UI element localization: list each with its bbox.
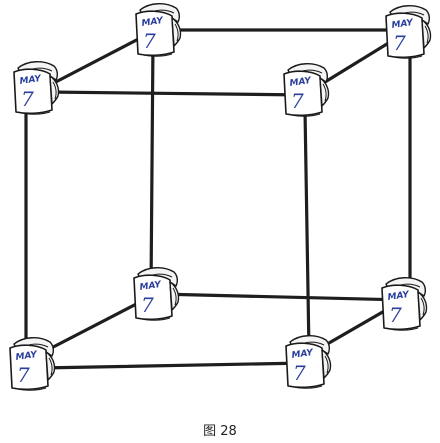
calendar-day-label: 7 <box>21 87 34 111</box>
calendar-front-bottom-right: MAY 7 <box>285 334 332 390</box>
calendar-back-top-right: MAY 7 <box>385 4 432 60</box>
calendar-month-label: MAY <box>291 348 315 361</box>
figure-caption: 图 28 <box>203 424 237 439</box>
calendar-day-label: 7 <box>291 89 304 113</box>
edge-front-right <box>303 108 311 354</box>
cube-edges <box>24 28 412 370</box>
calendar-front-top-left: MAY 7 <box>13 60 60 116</box>
calendar-day-label: 7 <box>389 303 402 327</box>
calendar-day-label: 7 <box>17 363 30 387</box>
calendar-back-bottom-left: MAY 7 <box>133 266 180 322</box>
calendar-month-label: MAY <box>139 280 163 293</box>
calendar-month-label: MAY <box>391 18 415 31</box>
calendar-front-bottom-left: MAY 7 <box>9 336 56 392</box>
calendar-day-label: 7 <box>393 31 406 55</box>
calendar-front-top-right: MAY 7 <box>283 62 330 118</box>
edge-top-left <box>46 30 154 88</box>
calendar-month-label: MAY <box>19 74 43 87</box>
calendar-back-bottom-right: MAY 7 <box>381 276 428 332</box>
edge-back-left <box>149 38 155 292</box>
calendar-month-label: MAY <box>387 290 411 303</box>
calendar-day-label: 7 <box>141 293 154 317</box>
calendar-month-label: MAY <box>141 16 165 29</box>
edge-front-bottom <box>38 361 308 370</box>
edge-front-top <box>44 90 308 97</box>
edge-back-bottom <box>156 292 408 302</box>
calendar-day-label: 7 <box>143 29 156 53</box>
calendar-back-top-left: MAY 7 <box>135 2 182 58</box>
calendar-month-label: MAY <box>15 350 39 363</box>
calendar-month-label: MAY <box>289 76 313 89</box>
calendar-day-label: 7 <box>293 361 306 385</box>
